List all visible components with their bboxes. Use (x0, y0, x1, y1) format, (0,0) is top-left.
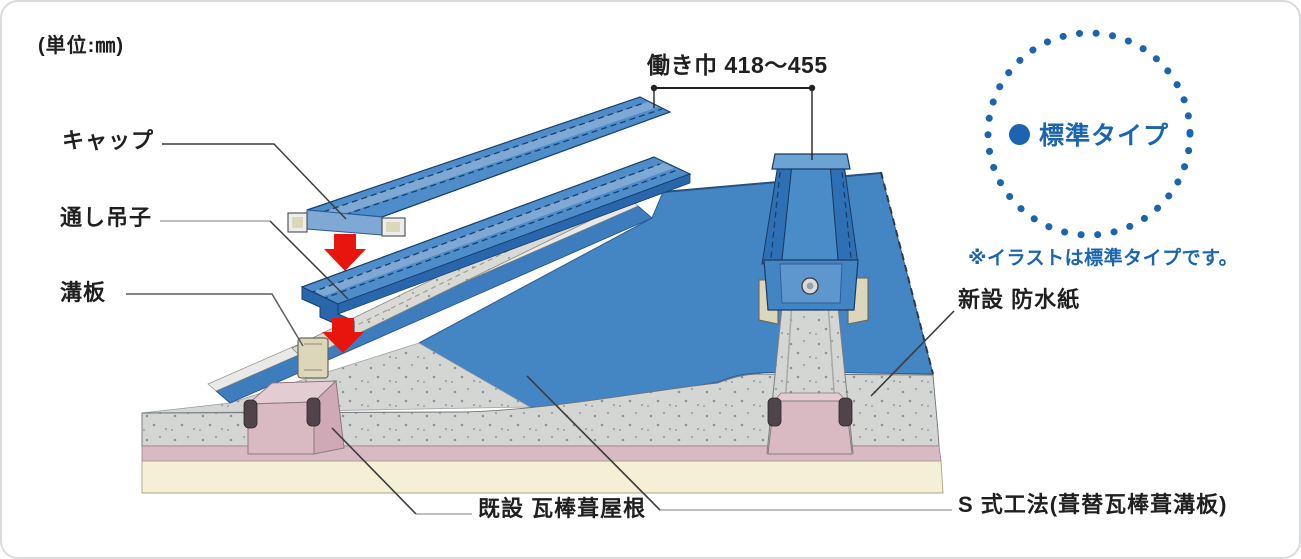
through-hanger-label: 通し吊子 (60, 205, 153, 230)
s-method-label: S 式工法(葺替瓦棒葺溝板) (958, 492, 1228, 517)
standard-type-label: 標準タイプ (1038, 122, 1169, 150)
cap-part (287, 96, 672, 237)
existing-deck-front-band (141, 460, 944, 494)
groove-plate-label: 溝板 (60, 280, 107, 305)
waterproof-paper-top (141, 342, 532, 414)
new-waterproof-leader (870, 310, 955, 397)
down-arrow-icon (324, 234, 366, 271)
standard-type-dotted-ring-icon (984, 29, 1194, 239)
through-hanger-leader-d (269, 220, 349, 300)
cap-leader (162, 143, 347, 220)
down-arrow-icon (322, 318, 364, 353)
cap-label: キャップ (62, 128, 155, 153)
roof-body (141, 153, 944, 494)
s-method-leader-d (526, 375, 661, 511)
new-waterproof-label: 新設 防水紙 (958, 287, 1081, 312)
standard-type-note: ※イラストは標準タイプです。 (968, 248, 1239, 269)
installed-rib-with-cap (758, 153, 869, 455)
existing-roof-leader-d (331, 427, 417, 515)
existing-rib-box (243, 379, 345, 455)
leader-lines (126, 143, 955, 515)
working-width-dimension (650, 84, 816, 160)
unit-note: (単位:㎜) (38, 35, 124, 57)
working-width-label: 働き巾 418〜455 (647, 52, 828, 78)
existing-roof-label: 既設 瓦棒葺屋根 (478, 496, 647, 521)
groove-plate-leader (126, 293, 304, 347)
standard-type-bullet-icon (1008, 123, 1030, 145)
standard-type-badge: 標準タイプ (986, 31, 1192, 237)
